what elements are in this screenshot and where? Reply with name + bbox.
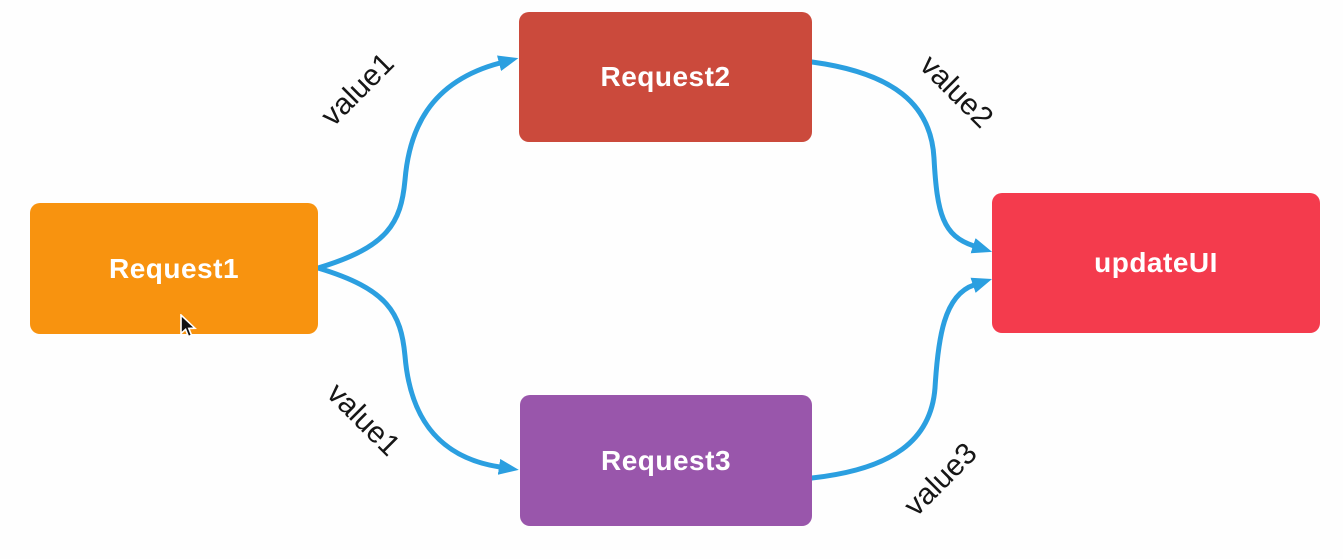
edge-label-value2: value2 <box>913 48 1000 135</box>
edge-label-value1-top: value1 <box>314 46 401 133</box>
node-updateui-label: updateUI <box>1094 247 1218 278</box>
node-request2-label: Request2 <box>600 61 731 92</box>
node-request2: Request2 <box>519 12 812 142</box>
edge-label-value3: value3 <box>897 436 984 523</box>
node-request1: Request1 <box>30 203 318 334</box>
mouse-cursor-icon <box>180 314 197 338</box>
node-request3: Request3 <box>520 395 812 526</box>
node-request3-label: Request3 <box>600 444 732 476</box>
edge-label-value1-bottom: value1 <box>320 376 407 463</box>
node-updateui: updateUI <box>992 193 1320 333</box>
edge-request1-request3 <box>315 265 519 475</box>
node-request1-label: Request1 <box>108 252 240 284</box>
